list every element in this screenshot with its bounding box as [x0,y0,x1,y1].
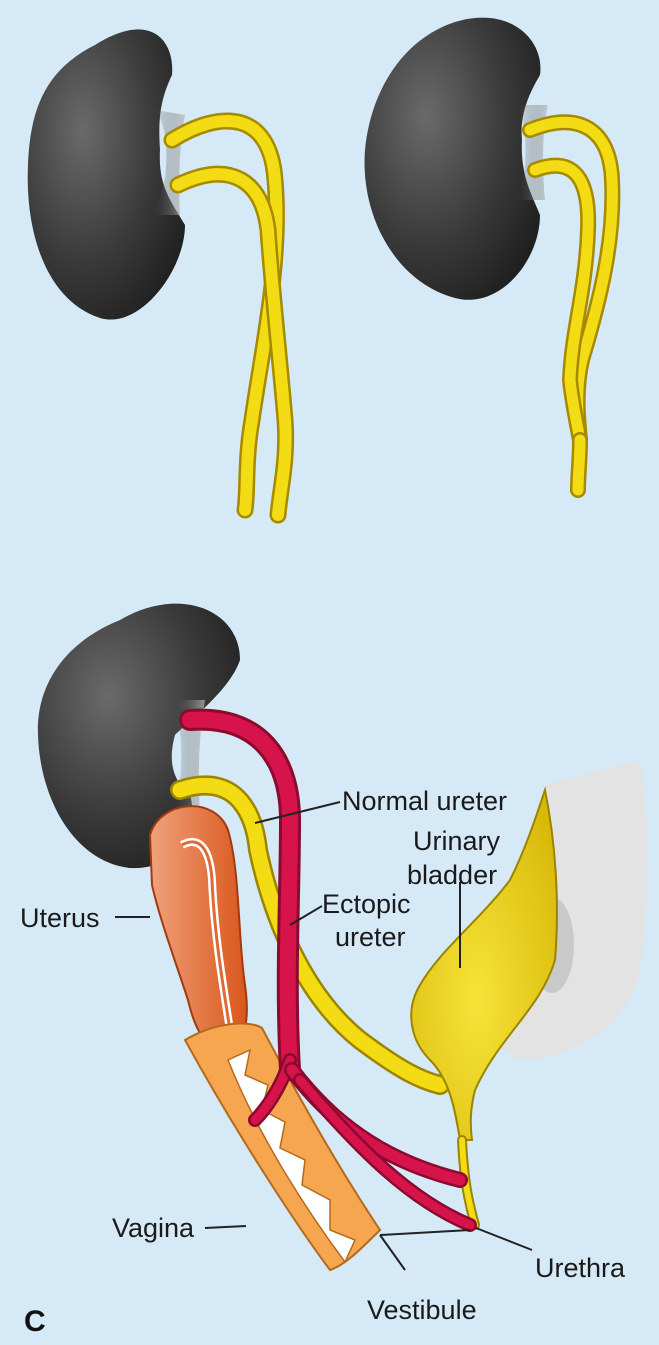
label-urinary-bladder-line2: bladder [407,860,497,890]
label-vestibule: Vestibule [367,1295,477,1325]
kidney-top-right [365,18,548,300]
leader-vagina [205,1226,246,1228]
label-uterus: Uterus [20,903,100,933]
leader-urethra [476,1228,532,1250]
leader-vestibule-2 [380,1230,470,1235]
label-ectopic-ureter-line2: ureter [335,922,406,952]
panel-letter: C [24,1305,46,1339]
label-urinary-bladder-line1: Urinary [413,826,500,856]
duplicated-ureters-left [172,121,286,515]
leader-vestibule [380,1235,405,1270]
kidney-top-left [28,29,185,319]
label-ectopic-ureter-line1: Ectopic [322,889,411,919]
label-normal-ureter: Normal ureter [342,786,507,816]
label-urethra: Urethra [535,1253,625,1283]
uterus [150,806,247,1050]
label-vagina: Vagina [112,1213,194,1243]
